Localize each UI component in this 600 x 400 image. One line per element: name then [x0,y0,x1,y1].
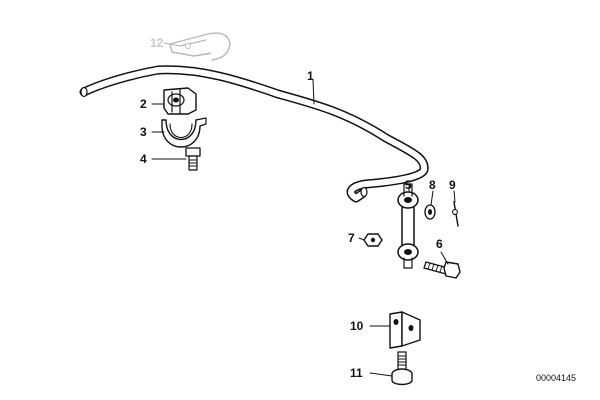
part-label-1: 1 [307,69,314,83]
nut-part-7 [363,233,383,247]
rubber-mounting-part-2 [163,87,197,115]
part-label-7: 7 [348,231,355,245]
part-label-2: 2 [140,97,147,111]
part-label-11: 11 [350,366,363,380]
washer-part-8 [424,204,436,220]
part-label-10: 10 [350,319,364,333]
bracket-part-10 [389,311,421,349]
part-label-5: 5 [405,178,412,192]
part-label-12: 12 [150,36,164,50]
cotter-pin-part-9 [452,201,459,227]
part-label-9: 9 [449,178,456,192]
bolt-part-6 [423,261,461,279]
link-rod-part-5 [397,183,419,269]
part-label-8: 8 [429,178,436,192]
leader-lines [151,42,456,377]
bracket-part-3 [161,117,207,148]
clamp-part-12 [169,32,231,61]
stabilizer-bar-part-1 [79,65,429,203]
part-label-6: 6 [436,237,443,251]
part-labels: 12 1 2 3 4 5 8 9 7 6 10 11 [140,36,456,380]
bolt-part-11 [391,351,413,386]
diagram-id: 00004145 [536,373,576,383]
bolt-part-4 [185,147,201,171]
part-label-3: 3 [140,125,147,139]
part-label-4: 4 [140,152,147,166]
